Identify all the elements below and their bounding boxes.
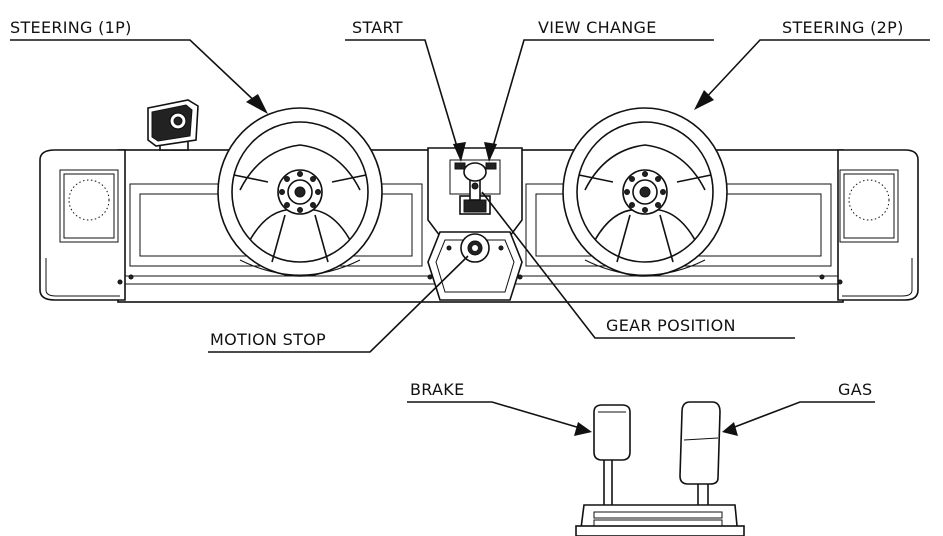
label-start: START (352, 18, 403, 37)
label-steering-2p: STEERING (2P) (782, 18, 904, 37)
label-gas: GAS (838, 380, 873, 399)
label-view-change: VIEW CHANGE (538, 18, 657, 37)
pedal-assembly (575, 401, 745, 536)
left-speaker-cap (39, 149, 126, 301)
label-gear-position: GEAR POSITION (606, 316, 736, 335)
label-motion-stop: MOTION STOP (210, 330, 327, 349)
center-console (427, 147, 523, 301)
label-brake: BRAKE (410, 380, 465, 399)
leader-lines (10, 39, 930, 436)
steering-wheel-1p (217, 107, 383, 277)
right-speaker-cap (837, 149, 919, 301)
camera-unit (147, 99, 199, 151)
label-steering-1p: STEERING (1P) (10, 18, 132, 37)
steering-wheel-2p (562, 107, 728, 277)
